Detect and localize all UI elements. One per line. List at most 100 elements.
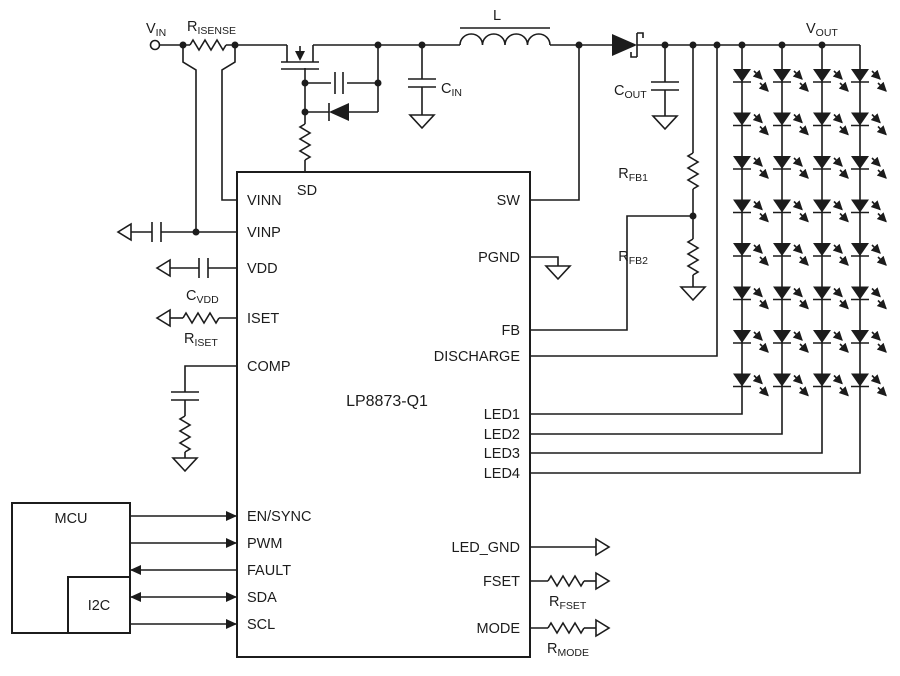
led-emission-arrow-icon xyxy=(758,81,769,92)
resistor-riset xyxy=(182,311,220,325)
led-icon xyxy=(773,243,791,256)
pgnd-branch xyxy=(530,256,572,281)
vout-label: VOUT xyxy=(806,21,838,39)
rfb1-label: RFB1 xyxy=(618,166,648,184)
pin-label-led2: LED2 xyxy=(484,427,520,443)
resistor-sd xyxy=(298,123,312,161)
led-emission-arrow-icon xyxy=(870,287,881,298)
component-labels: VIN RISENSE L CIN COUT VOUT RFB1 RFB2 CV… xyxy=(146,8,838,659)
pin-label-discharge: DISCHARGE xyxy=(434,349,521,365)
led-emission-arrow-icon xyxy=(832,156,843,167)
led-emission-arrow-icon xyxy=(876,168,887,179)
cin-label: CIN xyxy=(441,81,462,99)
led-icon xyxy=(773,199,791,213)
led-emission-arrow-icon xyxy=(798,81,809,92)
led-emission-arrow-icon xyxy=(792,374,803,385)
pmos-arrow-icon xyxy=(295,51,305,61)
cin-branch xyxy=(408,45,436,130)
pin-label-led1: LED1 xyxy=(484,407,520,423)
led-icon xyxy=(813,373,831,387)
led-emission-arrow-icon xyxy=(758,168,769,179)
wire-led-string xyxy=(530,45,823,454)
led-emission-arrow-icon xyxy=(870,113,881,124)
led-icon xyxy=(773,330,791,343)
led-emission-arrow-icon xyxy=(752,200,763,211)
boost-stage xyxy=(459,27,860,201)
pmos-icon xyxy=(281,45,319,70)
vinp-branch xyxy=(116,222,237,242)
pin-label-fset: FSET xyxy=(483,574,520,590)
led-emission-arrow-icon xyxy=(870,156,881,167)
wire-sw xyxy=(530,45,580,201)
inductor-label: L xyxy=(493,8,501,24)
led-emission-arrow-icon xyxy=(832,113,843,124)
wire-led-string xyxy=(530,45,861,474)
fset-branch xyxy=(530,571,611,591)
led-icon xyxy=(773,112,791,126)
led-emission-arrow-icon xyxy=(876,342,887,353)
mode-branch xyxy=(530,618,611,638)
pin-label-vinn: VINN xyxy=(247,193,282,209)
cout-label: COUT xyxy=(614,83,647,101)
led-icon xyxy=(773,69,791,82)
left-arrow-icon xyxy=(155,308,171,328)
pin-label-fb: FB xyxy=(501,323,520,339)
led-icon xyxy=(851,373,869,387)
led-icon xyxy=(733,330,751,343)
pin-label-led4: LED4 xyxy=(484,466,520,482)
led-emission-arrow-icon xyxy=(792,69,803,80)
led-emission-arrow-icon xyxy=(838,386,849,397)
led-gnd-branch xyxy=(530,537,611,557)
led-emission-arrow-icon xyxy=(752,374,763,385)
led-matrix xyxy=(530,45,887,474)
wire-sense-vinn xyxy=(221,45,237,201)
right-arrow-icon xyxy=(595,618,611,638)
pin-label-sda: SDA xyxy=(247,590,277,606)
led-emission-arrow-icon xyxy=(792,243,803,254)
vin-terminal xyxy=(149,39,161,51)
led-emission-arrow-icon xyxy=(798,255,809,266)
wire-sense-vinp xyxy=(182,45,197,232)
led-emission-arrow-icon xyxy=(838,255,849,266)
resistor-comp xyxy=(178,415,192,453)
led-icon xyxy=(851,243,869,256)
ground-icon xyxy=(544,265,572,281)
led-emission-arrow-icon xyxy=(832,243,843,254)
led-icon xyxy=(773,156,791,169)
pin-label-comp: COMP xyxy=(247,359,291,375)
gate-capacitor-icon xyxy=(305,72,378,94)
pin-label-vinp: VINP xyxy=(247,225,281,241)
resistor-rfset xyxy=(547,574,585,588)
led-emission-arrow-icon xyxy=(832,374,843,385)
pin-label-scl: SCL xyxy=(247,617,275,633)
feedback-divider xyxy=(530,45,707,331)
led-emission-arrow-icon xyxy=(792,287,803,298)
led-emission-arrow-icon xyxy=(832,330,843,341)
rfset-label: RFSET xyxy=(549,594,587,612)
capacitor-cvdd-icon xyxy=(170,258,237,278)
led-emission-arrow-icon xyxy=(838,342,849,353)
led-emission-arrow-icon xyxy=(798,168,809,179)
capacitor-vinp-icon xyxy=(131,222,237,242)
led-emission-arrow-icon xyxy=(752,243,763,254)
pin-label-mode: MODE xyxy=(477,621,521,637)
led-emission-arrow-icon xyxy=(792,200,803,211)
capacitor-cin-icon xyxy=(408,45,436,115)
resistor-rmode xyxy=(547,621,585,635)
led-emission-arrow-icon xyxy=(758,255,769,266)
pin-label-pwm: PWM xyxy=(247,536,282,552)
led-emission-arrow-icon xyxy=(798,342,809,353)
led-emission-arrow-icon xyxy=(792,156,803,167)
pin-label-fault: FAULT xyxy=(247,563,291,579)
wire-fb xyxy=(530,215,693,331)
ground-icon xyxy=(171,457,199,473)
led-emission-arrow-icon xyxy=(752,69,763,80)
led-icon xyxy=(733,286,751,300)
led-emission-arrow-icon xyxy=(838,299,849,310)
led-emission-arrow-icon xyxy=(798,386,809,397)
led-emission-arrow-icon xyxy=(832,287,843,298)
pin-label-iset: ISET xyxy=(247,311,279,327)
led-icon xyxy=(733,199,751,213)
led-emission-arrow-icon xyxy=(870,374,881,385)
